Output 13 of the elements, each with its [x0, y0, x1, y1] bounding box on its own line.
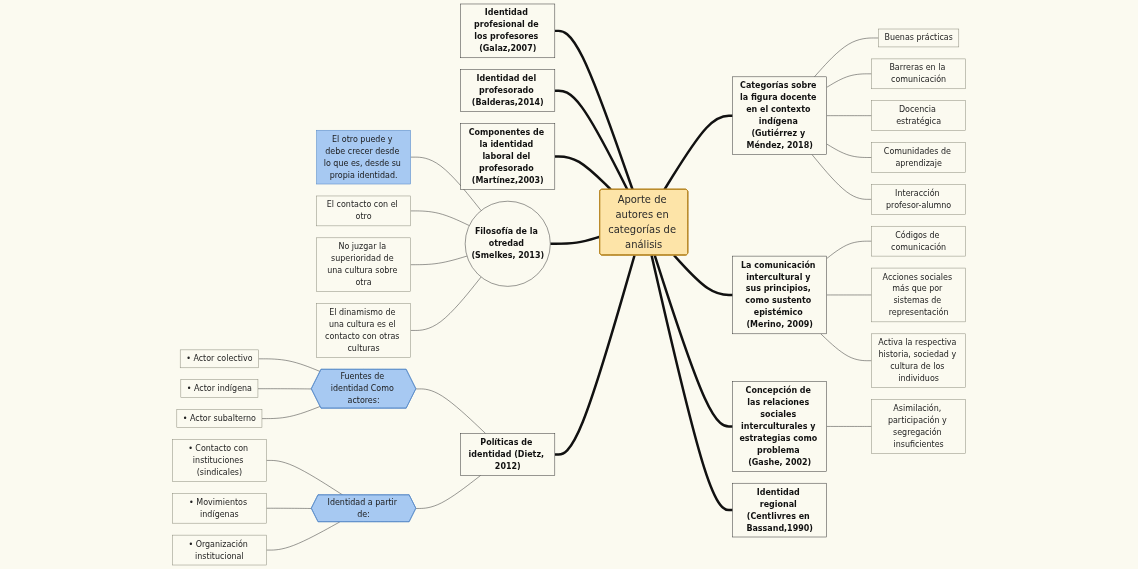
connector: [673, 254, 733, 297]
connector: [554, 29, 634, 190]
connector: [550, 235, 601, 246]
connector: [814, 37, 879, 78]
connector: [653, 254, 733, 428]
connector: [663, 114, 733, 191]
connector: [415, 475, 481, 509]
connector: [410, 156, 482, 211]
connector: [554, 155, 612, 191]
connector: [415, 388, 486, 434]
connector: [650, 254, 733, 512]
connector: [554, 254, 636, 456]
connector: [554, 89, 629, 191]
